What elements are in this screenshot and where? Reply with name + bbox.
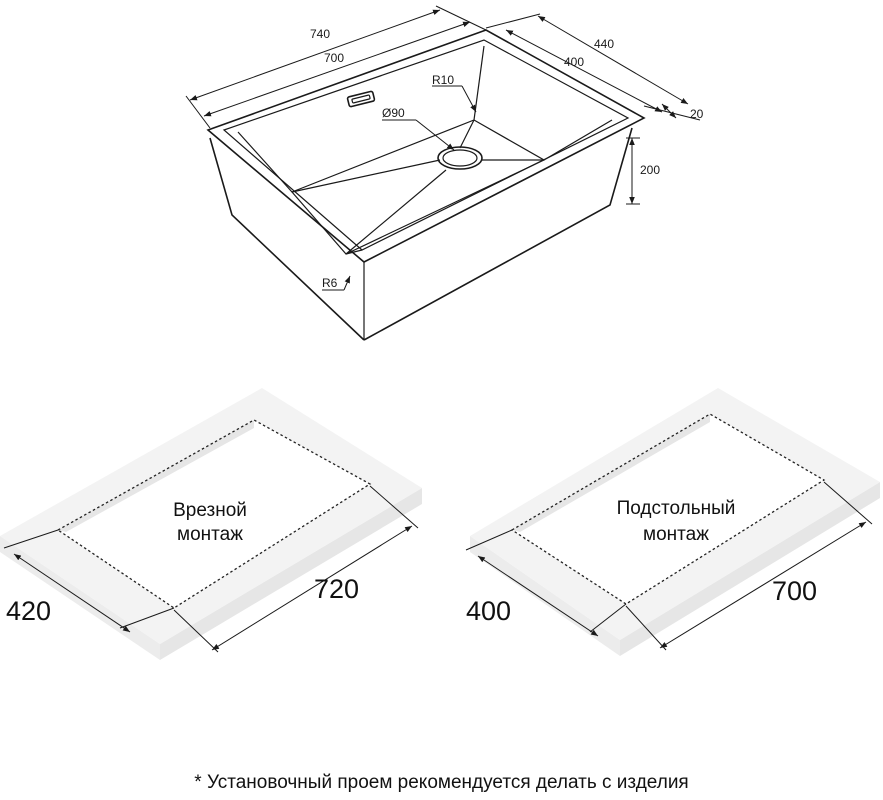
extension-line [823, 481, 873, 525]
dimension-line-440 [537, 15, 689, 105]
sink-wall-edge [237, 131, 293, 193]
extension-line [589, 603, 627, 633]
dimension-line-400 [505, 29, 663, 113]
sink-drawing: 740 700 440 400 20 200 R10 Ø90 R6 [185, 5, 704, 341]
sink-floor-slope [291, 159, 441, 193]
leader-line [343, 275, 351, 291]
dim-inner-width: 400 [564, 55, 584, 69]
dim-radius-bottom: R6 [322, 276, 338, 290]
leader-line [415, 119, 455, 151]
cutout-outline [56, 419, 372, 609]
leader-line [461, 85, 477, 113]
extension-line [625, 605, 667, 651]
cutout-length: 720 [314, 574, 359, 604]
dimension-line-420 [13, 553, 131, 633]
extension-line [435, 5, 487, 31]
footnote: * Установочный проем рекомендуется делат… [194, 772, 689, 793]
dimension-line-20 [661, 103, 677, 119]
sink-floor-slope [345, 169, 447, 255]
mounting-topmount: Врезной монтаж 420 720 [0, 388, 422, 660]
dim-drain: Ø90 [382, 106, 405, 120]
dimension-line-720 [211, 525, 413, 651]
extension-line [465, 529, 513, 551]
sink-wall-edge [543, 119, 613, 161]
sink-rim-inner [222, 39, 630, 251]
extension-line [485, 13, 541, 29]
sink-body-left [209, 137, 365, 341]
dim-rim: 20 [690, 107, 704, 121]
extension-line [173, 609, 219, 653]
drain-inner [442, 149, 478, 167]
mounting-label-line2: монтаж [177, 524, 243, 545]
extension-line [3, 529, 59, 549]
cutout-width: 420 [6, 596, 51, 626]
sink-floor-slope [459, 119, 475, 149]
extension-line [369, 485, 419, 529]
sink-body-right [363, 127, 633, 341]
sink-wall-edge [473, 45, 485, 121]
mounting-label-line1: Врезной [173, 500, 247, 521]
mounting-label-line2: монтаж [643, 524, 709, 545]
extension-line [119, 607, 175, 629]
dim-inner-length: 700 [324, 51, 344, 65]
cutout-width: 400 [466, 596, 511, 626]
dim-outer-width: 440 [594, 37, 614, 51]
dimension-line-700 [659, 521, 867, 649]
extension-line [185, 95, 211, 129]
dimension-line-700 [203, 21, 471, 117]
cutout-length: 700 [772, 576, 817, 606]
dim-radius-top: R10 [432, 73, 454, 87]
cutout-hole [58, 420, 370, 608]
overflow-icon [346, 90, 376, 108]
mounting-label-line1: Подстольный [617, 498, 736, 519]
mounting-undermount: Подстольный монтаж 400 700 [465, 388, 880, 656]
dimension-line-400 [477, 555, 599, 637]
cutout-wall [58, 420, 254, 532]
sink-wall-edge [345, 249, 363, 255]
dim-depth: 200 [640, 163, 660, 177]
dimension-line-740 [189, 9, 441, 101]
dim-outer-length: 740 [310, 27, 330, 41]
drain-icon [437, 146, 483, 170]
